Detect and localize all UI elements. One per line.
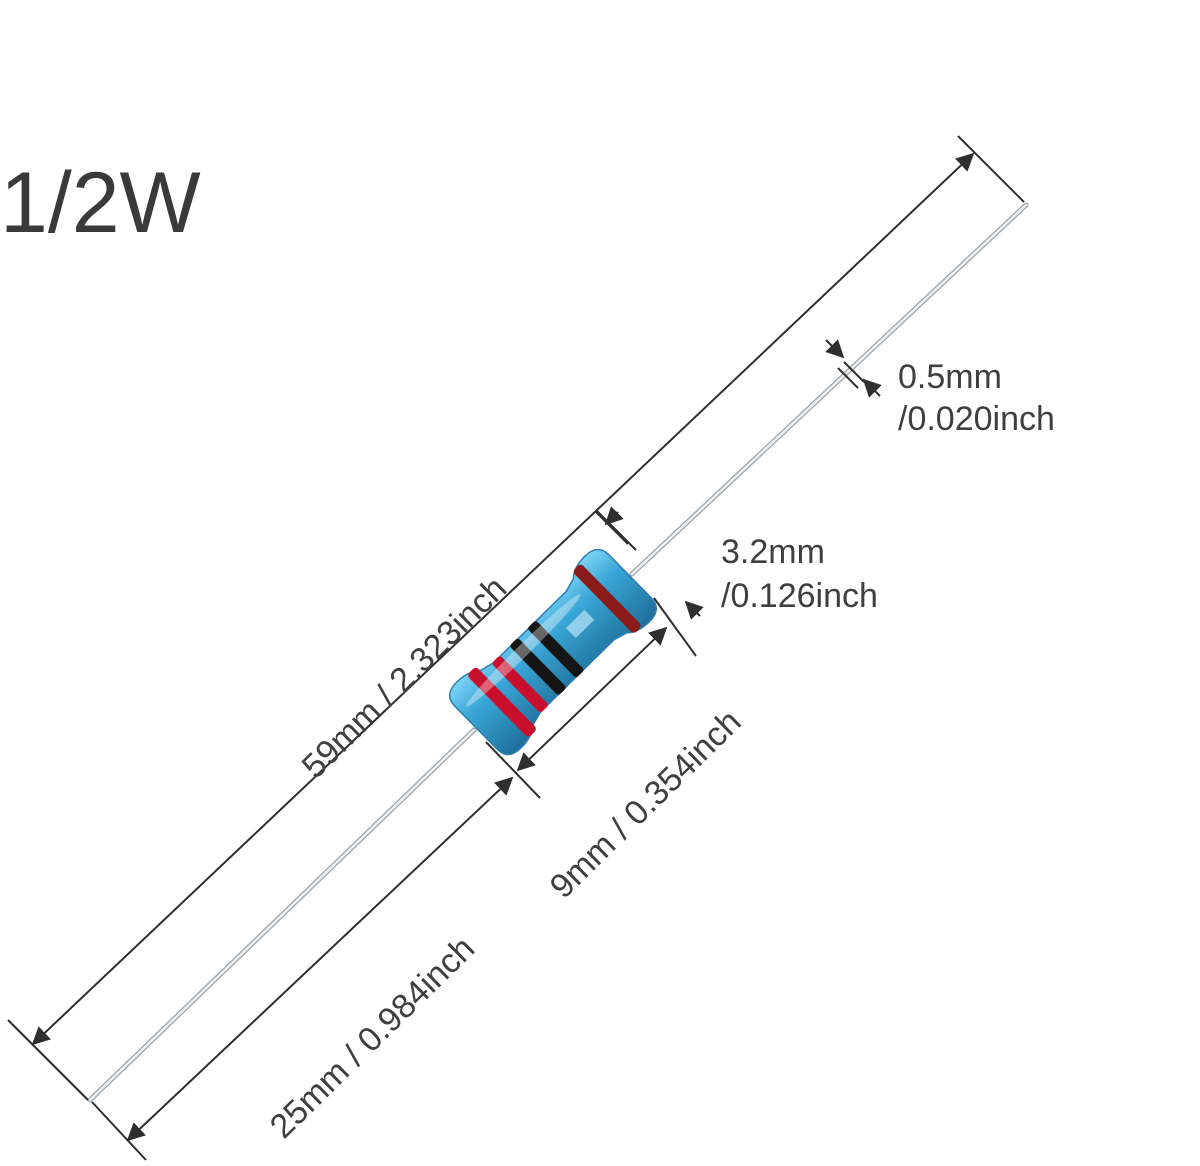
lead-length-dimension [91, 741, 541, 1161]
power-rating-title: 1/2W [0, 155, 201, 251]
body-diameter-dimension [595, 506, 704, 620]
body-length-dimension [516, 509, 697, 772]
body-diameter-label-line2: /0.126inch [721, 577, 878, 615]
lead-diameter-label-line1: 0.5mm [898, 358, 1002, 396]
body-diameter-label-line1: 3.2mm [721, 533, 825, 571]
lead-diameter-dimension [825, 339, 882, 398]
lead-diameter-label-line2: /0.020inch [898, 400, 1055, 438]
overall-length-dimension [7, 135, 1025, 1101]
resistor-body [448, 548, 658, 756]
